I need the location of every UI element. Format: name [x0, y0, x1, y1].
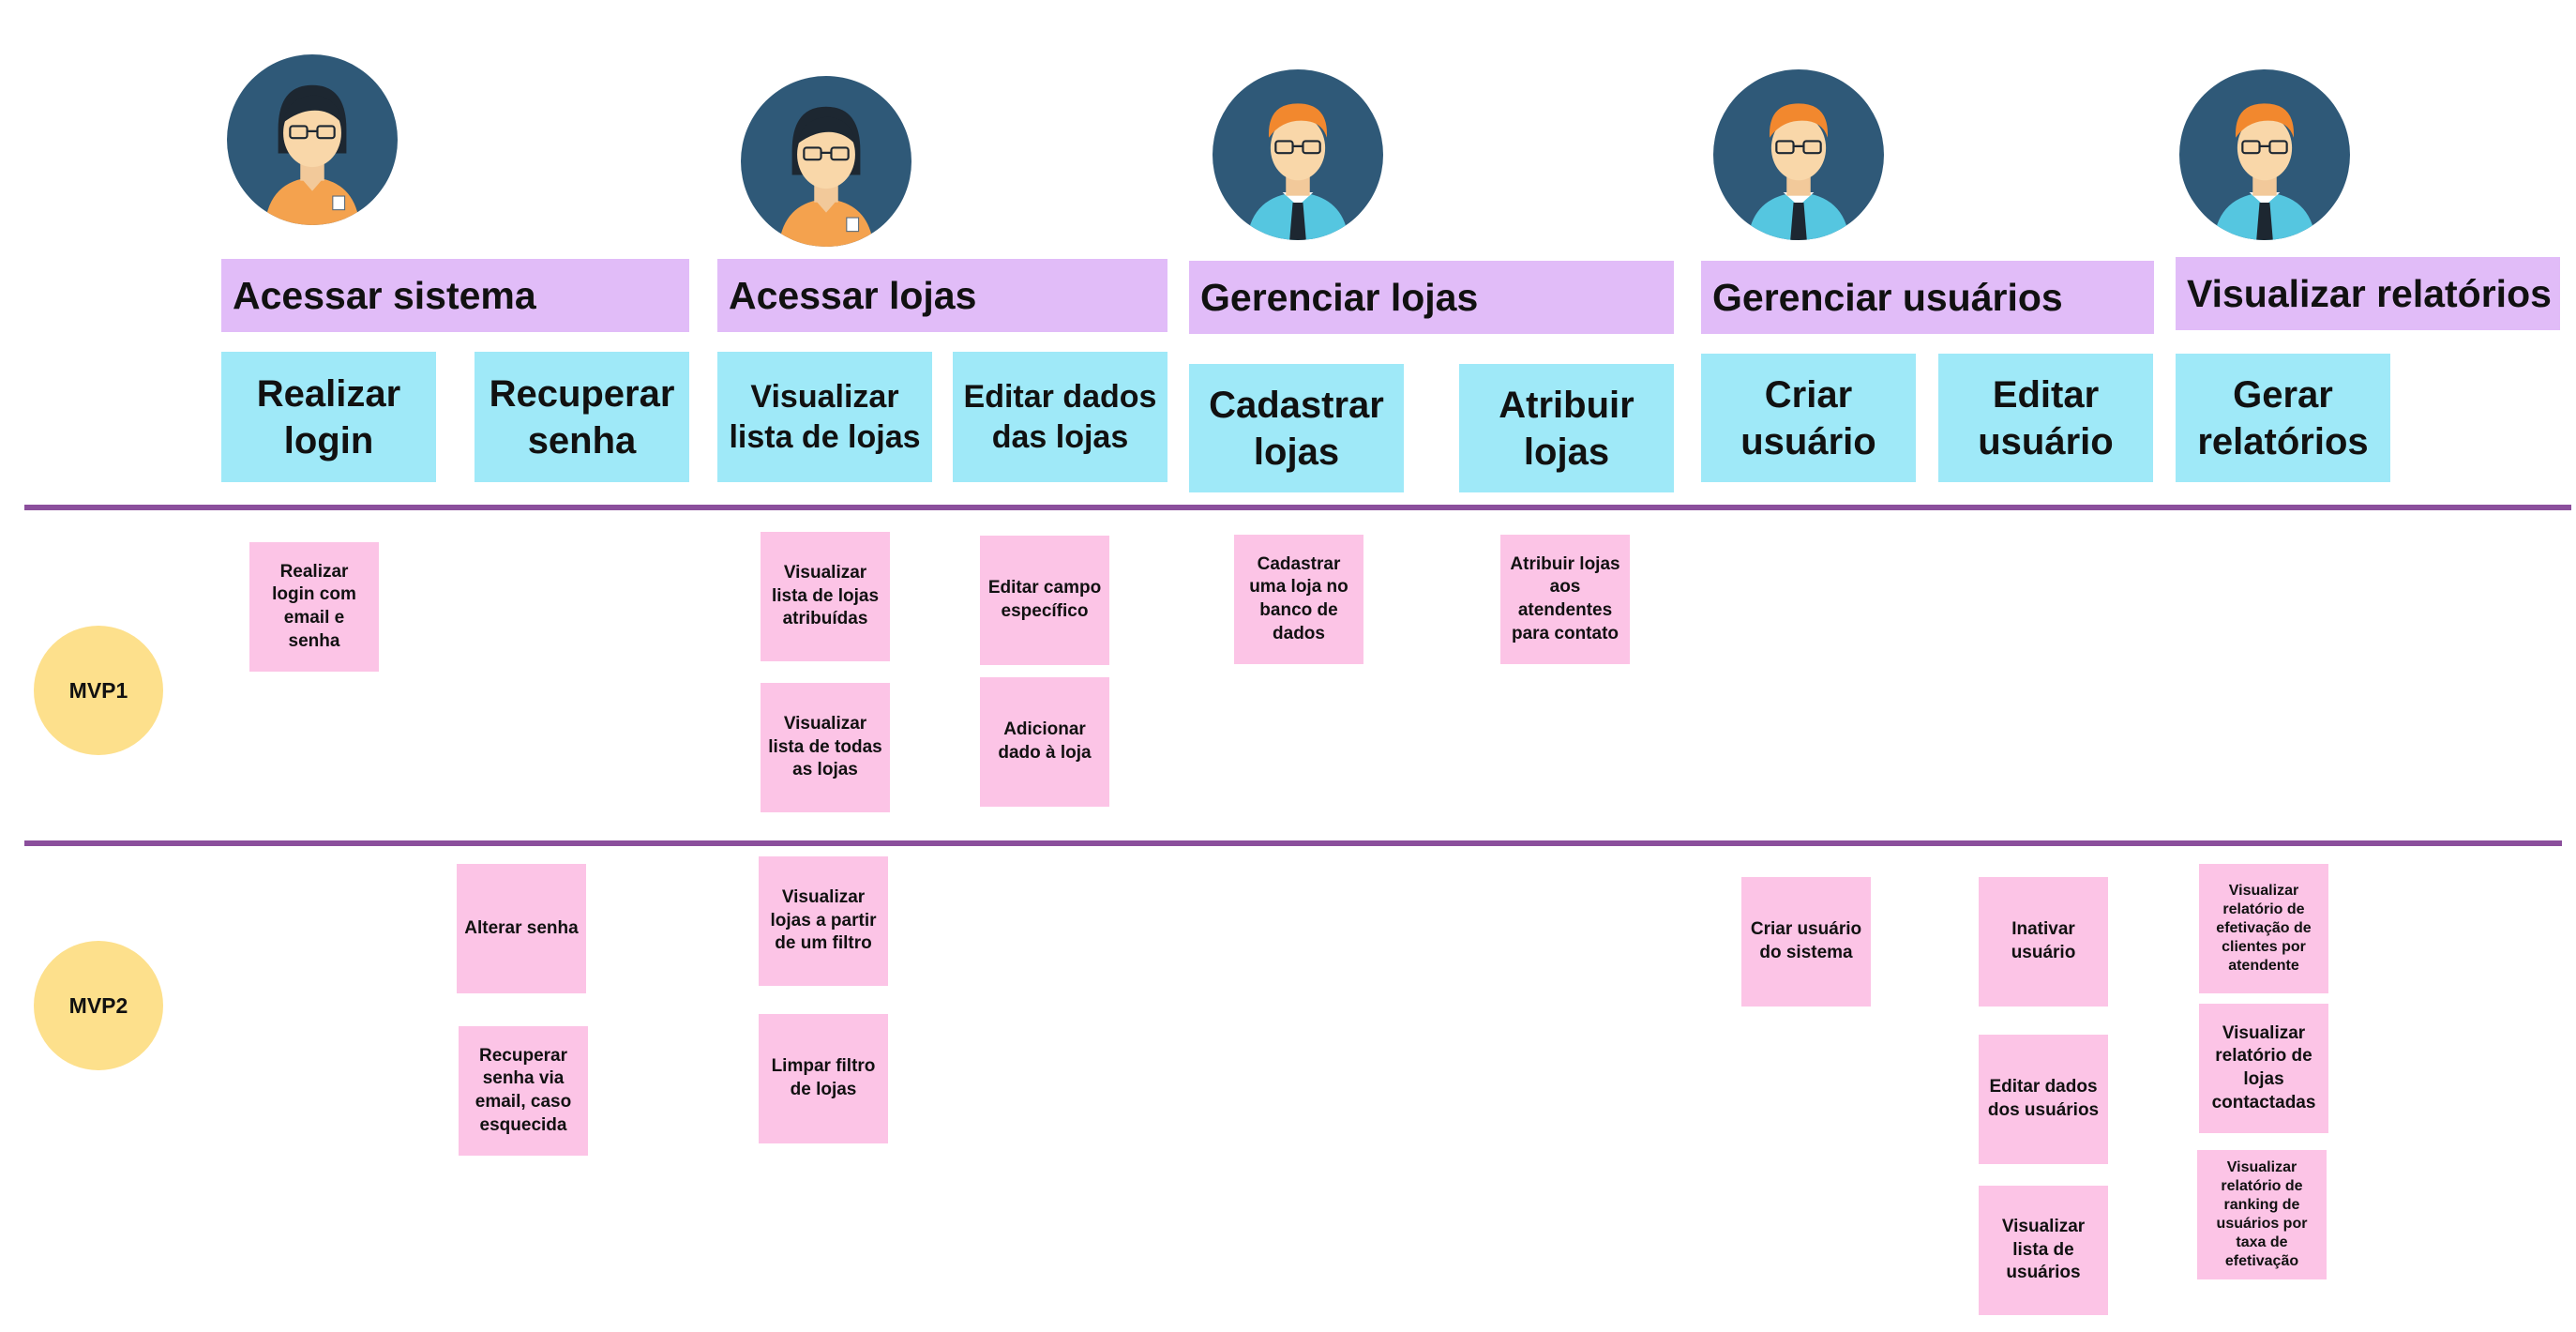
task-cadastrar-lojas: Cadastrar lojas — [1189, 364, 1404, 492]
activity-acessar-lojas: Acessar lojas — [717, 259, 1167, 332]
story-note: Recuperar senha via email, caso esquecid… — [459, 1026, 588, 1156]
activity-gerenciar-usuarios: Gerenciar usuários — [1701, 261, 2154, 334]
release-mvp1: MVP1 — [34, 626, 163, 755]
task-recuperar-senha: Recuperar senha — [475, 352, 689, 482]
task-atribuir-lojas: Atribuir lojas — [1459, 364, 1674, 492]
task-gerar-relatorios: Gerar relatórios — [2176, 354, 2390, 482]
story-note: Cadastrar uma loja no banco de dados — [1234, 535, 1363, 664]
story-note: Realizar login com email e senha — [249, 542, 379, 672]
activity-gerenciar-lojas: Gerenciar lojas — [1189, 261, 1674, 334]
story-note: Editar dados dos usuários — [1979, 1035, 2108, 1164]
story-note: Criar usuário do sistema — [1741, 877, 1871, 1007]
release-divider — [24, 505, 2571, 510]
story-note: Visualizar lojas a partir de um filtro — [759, 856, 888, 986]
story-note: Atribuir lojas aos atendentes para conta… — [1500, 535, 1630, 664]
story-note: Visualizar lista de lojas atribuídas — [761, 532, 890, 661]
task-editar-usuario: Editar usuário — [1938, 354, 2153, 482]
story-note: Visualizar lista de usuários — [1979, 1186, 2108, 1315]
release-mvp2: MVP2 — [34, 941, 163, 1070]
task-criar-usuario: Criar usuário — [1701, 354, 1916, 482]
task-realizar-login: Realizar login — [221, 352, 436, 482]
woman-avatar-icon — [227, 54, 398, 225]
story-note: Visualizar relatório de efetivação de cl… — [2199, 864, 2328, 993]
man-avatar-icon — [2179, 69, 2350, 240]
story-note: Adicionar dado à loja — [980, 677, 1109, 807]
task-visualizar-lista-de-lojas: Visualizar lista de lojas — [717, 352, 932, 482]
story-note: Visualizar lista de todas as lojas — [761, 683, 890, 812]
man-avatar-icon — [1713, 69, 1884, 240]
story-note: Visualizar relatório de ranking de usuár… — [2197, 1150, 2327, 1279]
story-note: Alterar senha — [457, 864, 586, 993]
story-note: Editar campo específico — [980, 536, 1109, 665]
release-divider — [24, 840, 2562, 846]
story-note: Limpar filtro de lojas — [759, 1014, 888, 1143]
man-avatar-icon — [1213, 69, 1383, 240]
task-editar-dados-das-lojas: Editar dados das lojas — [953, 352, 1167, 482]
story-note: Inativar usuário — [1979, 877, 2108, 1007]
story-note: Visualizar relatório de lojas contactada… — [2199, 1004, 2328, 1133]
activity-acessar-sistema: Acessar sistema — [221, 259, 689, 332]
woman-avatar-icon — [741, 76, 911, 247]
activity-visualizar-relatorios: Visualizar relatórios — [2176, 257, 2560, 330]
